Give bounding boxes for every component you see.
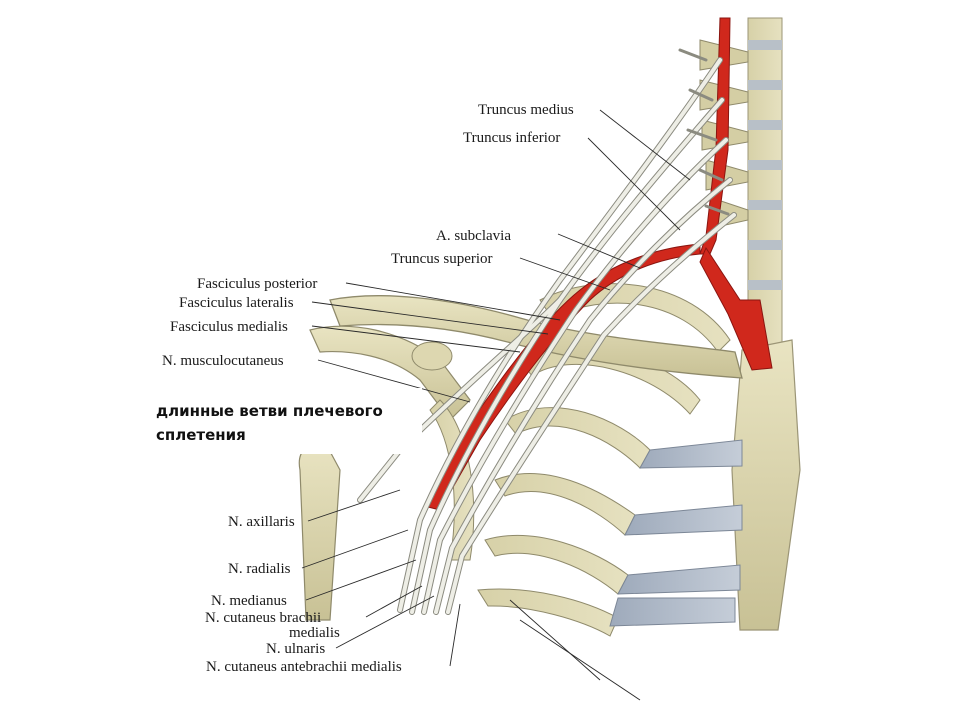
leader-lines (301, 109, 691, 701)
leader-n-radialis (301, 529, 409, 569)
leader-n-axillaris (307, 489, 401, 522)
sternum (731, 339, 801, 631)
label-truncus-superior: Truncus superior (391, 251, 493, 267)
leader-n-ulnaris (335, 595, 435, 649)
label-n-cutaneus-brachii: N. cutaneus brachii (205, 610, 321, 626)
label-n-musculocutaneus: N. musculocutaneus (162, 353, 284, 369)
label-truncus-medius: Truncus medius (478, 102, 574, 118)
leader-n-musculocutaneus (317, 359, 471, 403)
leader-extra-2 (519, 619, 641, 701)
leader-truncus-inferior (587, 137, 681, 231)
label-n-medianus: N. medianus (211, 593, 287, 609)
label-n-cutaneus-antebrachii-medialis: N. cutaneus antebrachii medialis (206, 659, 402, 675)
leader-n-cutaneus-antebrachii (449, 603, 461, 667)
label-n-ulnaris: N. ulnaris (266, 641, 325, 657)
vertebral-column (699, 17, 783, 349)
leader-truncus-superior (519, 257, 611, 291)
label-medialis: medialis (289, 625, 340, 641)
caption-line-1: длинные ветви плечевого (156, 402, 383, 420)
label-truncus-inferior: Truncus inferior (463, 130, 560, 146)
caption-box: длинные ветви плечевого сплетения (148, 388, 422, 454)
label-n-radialis: N. radialis (228, 561, 291, 577)
label-fasciculus-lateralis: Fasciculus lateralis (179, 295, 294, 311)
leader-n-cutaneus-brachii (365, 585, 423, 618)
leader-n-medianus (305, 559, 417, 601)
label-fasciculus-posterior: Fasciculus posterior (197, 276, 317, 292)
leader-fasciculus-medialis (311, 325, 521, 353)
leader-a-subclavia (557, 233, 641, 269)
label-fasciculus-medialis: Fasciculus medialis (170, 319, 288, 335)
brachial-plexus (357, 48, 737, 615)
caption-line-2: сплетения (156, 426, 246, 444)
leader-extra-1 (509, 599, 601, 681)
leader-truncus-medius (599, 109, 691, 181)
labels: Truncus medius Truncus inferior A. subcl… (162, 102, 574, 675)
label-n-axillaris: N. axillaris (228, 514, 295, 530)
label-a-subclavia: A. subclavia (436, 228, 511, 244)
leader-fasciculus-posterior (345, 282, 561, 321)
leader-fasciculus-lateralis (311, 301, 549, 335)
